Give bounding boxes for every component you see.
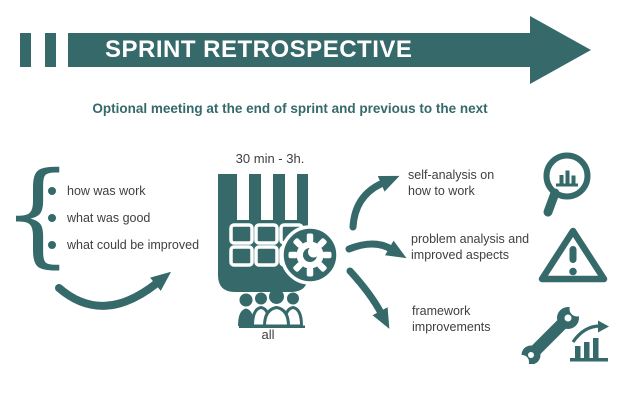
subtitle: Optional meeting at the end of sprint an… xyxy=(92,101,488,116)
outcome-line: problem analysis and xyxy=(411,232,530,246)
list-item-label: what was good xyxy=(67,210,151,225)
curved-arrow-input-to-meeting xyxy=(55,271,172,310)
list-item: what was good xyxy=(48,208,199,227)
wrench-chart-icon xyxy=(518,301,609,364)
bullet-icon xyxy=(48,240,56,249)
banner-arrow-band: SPRINT RETROSPECTIVE xyxy=(68,33,530,67)
duration-label: 30 min - 3h. xyxy=(235,151,305,166)
curved-arrow-outcome-3 xyxy=(346,267,390,329)
curved-arrow-outcome-1 xyxy=(349,175,400,231)
calendar-gear-icon xyxy=(218,174,340,292)
banner-arrow-head-icon xyxy=(530,16,591,84)
curly-brace-icon: { xyxy=(2,149,74,279)
discussion-points-list: how was work what was good what could be… xyxy=(48,181,199,262)
bullet-icon xyxy=(48,186,56,195)
list-item: how was work xyxy=(48,181,199,200)
list-item-label: how was work xyxy=(67,183,146,198)
outcome-line: how to work xyxy=(408,184,475,198)
warning-triangle-icon xyxy=(538,227,608,283)
outcome-line: improvements xyxy=(412,320,491,334)
banner-accent-bar-1 xyxy=(20,33,31,67)
team-icon xyxy=(238,289,305,328)
bullet-icon xyxy=(48,213,56,222)
page-title: SPRINT RETROSPECTIVE xyxy=(105,36,413,63)
outcome-line: framework xyxy=(412,304,471,318)
outcome-line: self-analysis on xyxy=(408,168,495,182)
curved-arrow-outcome-2 xyxy=(345,240,407,259)
list-item: what could be improved xyxy=(48,235,199,254)
outcome-framework: framework improvements xyxy=(412,303,491,335)
outcome-self-analysis: self-analysis on how to work xyxy=(408,167,494,199)
banner-accent-bar-2 xyxy=(45,33,56,67)
magnifier-chart-icon xyxy=(543,152,591,217)
outcome-problem-analysis: problem analysis and improved aspects xyxy=(411,231,529,263)
outcome-line: improved aspects xyxy=(411,248,509,262)
list-item-label: what could be improved xyxy=(67,237,200,252)
attendees-label: all xyxy=(261,327,275,342)
